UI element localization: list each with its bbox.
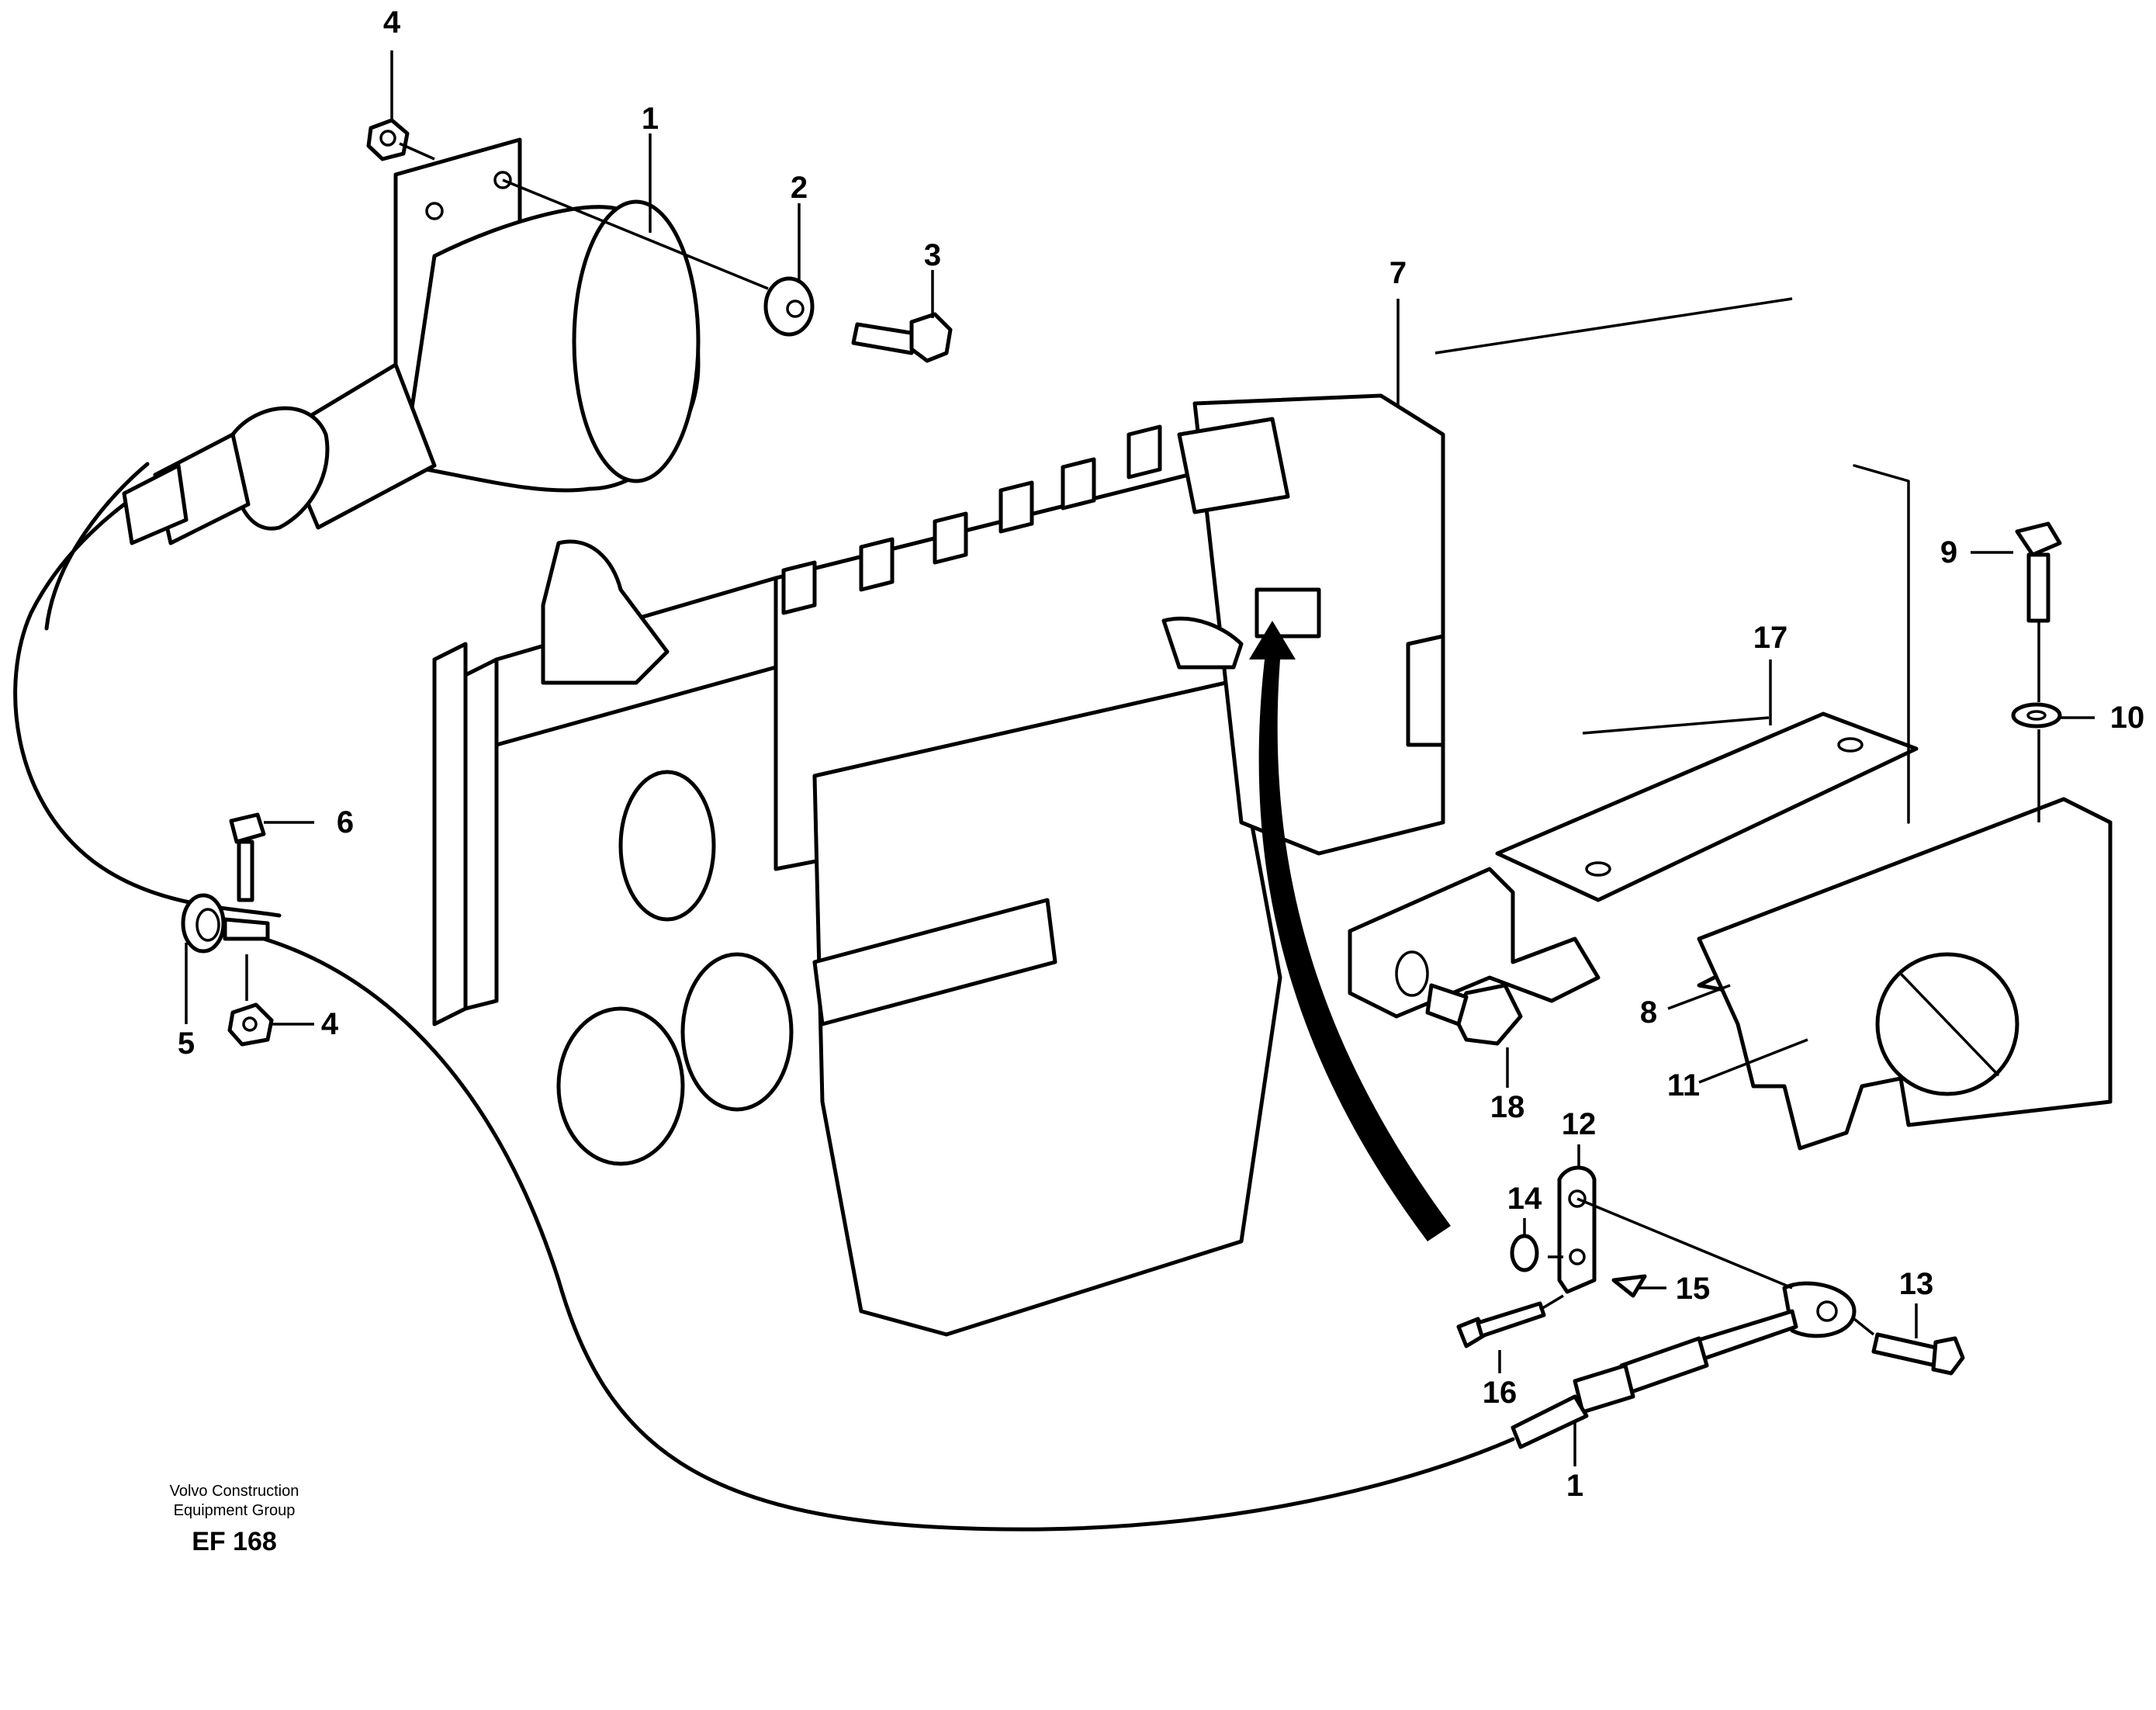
callout-2: 2 bbox=[791, 171, 808, 205]
callout-17: 17 bbox=[1753, 621, 1788, 655]
callout-6: 6 bbox=[337, 805, 354, 839]
solenoid-bolt bbox=[851, 312, 953, 363]
callout-11: 11 bbox=[1667, 1068, 1700, 1102]
callout-4-top: 4 bbox=[383, 5, 401, 40]
callout-16: 16 bbox=[1483, 1376, 1518, 1410]
lever-screw bbox=[1456, 1301, 1546, 1348]
callout-leaders bbox=[185, 50, 2095, 1466]
publisher-footer: Volvo Construction Equipment Group EF 16… bbox=[170, 1483, 299, 1556]
callout-9: 9 bbox=[1940, 535, 1957, 569]
callout-10: 10 bbox=[2110, 701, 2145, 735]
bracket bbox=[1348, 711, 1919, 1019]
cable-end-bolt bbox=[1871, 1332, 1965, 1376]
callout-18: 18 bbox=[1490, 1090, 1525, 1124]
callout-14: 14 bbox=[1507, 1182, 1542, 1216]
figure-code: EF 168 bbox=[192, 1527, 277, 1556]
stop-solenoid bbox=[122, 137, 701, 545]
callout-4-left: 4 bbox=[321, 1007, 339, 1041]
connection-arrow bbox=[1249, 621, 1451, 1241]
split-pin bbox=[1611, 1274, 1647, 1298]
callout-1-top: 1 bbox=[642, 102, 659, 136]
injection-pump bbox=[432, 393, 1445, 1337]
clamp-bolt bbox=[229, 812, 266, 902]
bracket-bolt bbox=[2015, 521, 2062, 623]
callout-8: 8 bbox=[1640, 995, 1657, 1030]
stop-cable bbox=[13, 452, 1515, 1532]
lever-washer bbox=[1510, 1234, 1539, 1272]
delivery-valves bbox=[781, 424, 1162, 615]
bracket-screw bbox=[1425, 983, 1523, 1046]
publisher-name-line2: Equipment Group bbox=[174, 1502, 296, 1519]
bracket-washer bbox=[2011, 702, 2062, 729]
flange-nut-top bbox=[366, 118, 410, 161]
callout-7: 7 bbox=[1389, 256, 1407, 290]
cover bbox=[1697, 797, 2113, 1151]
spacer-bushing bbox=[763, 276, 815, 337]
publisher-name-line1: Volvo Construction bbox=[170, 1483, 299, 1500]
cable-end-fitting bbox=[1511, 1281, 1857, 1449]
callout-13: 13 bbox=[1899, 1267, 1934, 1301]
callout-15: 15 bbox=[1676, 1272, 1711, 1306]
flange-nut-left bbox=[227, 1002, 274, 1047]
callout-1-bottom: 1 bbox=[1566, 1469, 1583, 1503]
callout-12: 12 bbox=[1562, 1107, 1597, 1141]
cable-clamp bbox=[181, 893, 270, 954]
stop-lever bbox=[1557, 1165, 1597, 1294]
callouts: 4 1 2 3 7 9 10 17 8 11 18 12 14 15 13 16… bbox=[178, 5, 2144, 1503]
callout-3: 3 bbox=[924, 238, 941, 272]
callout-5: 5 bbox=[178, 1026, 195, 1061]
